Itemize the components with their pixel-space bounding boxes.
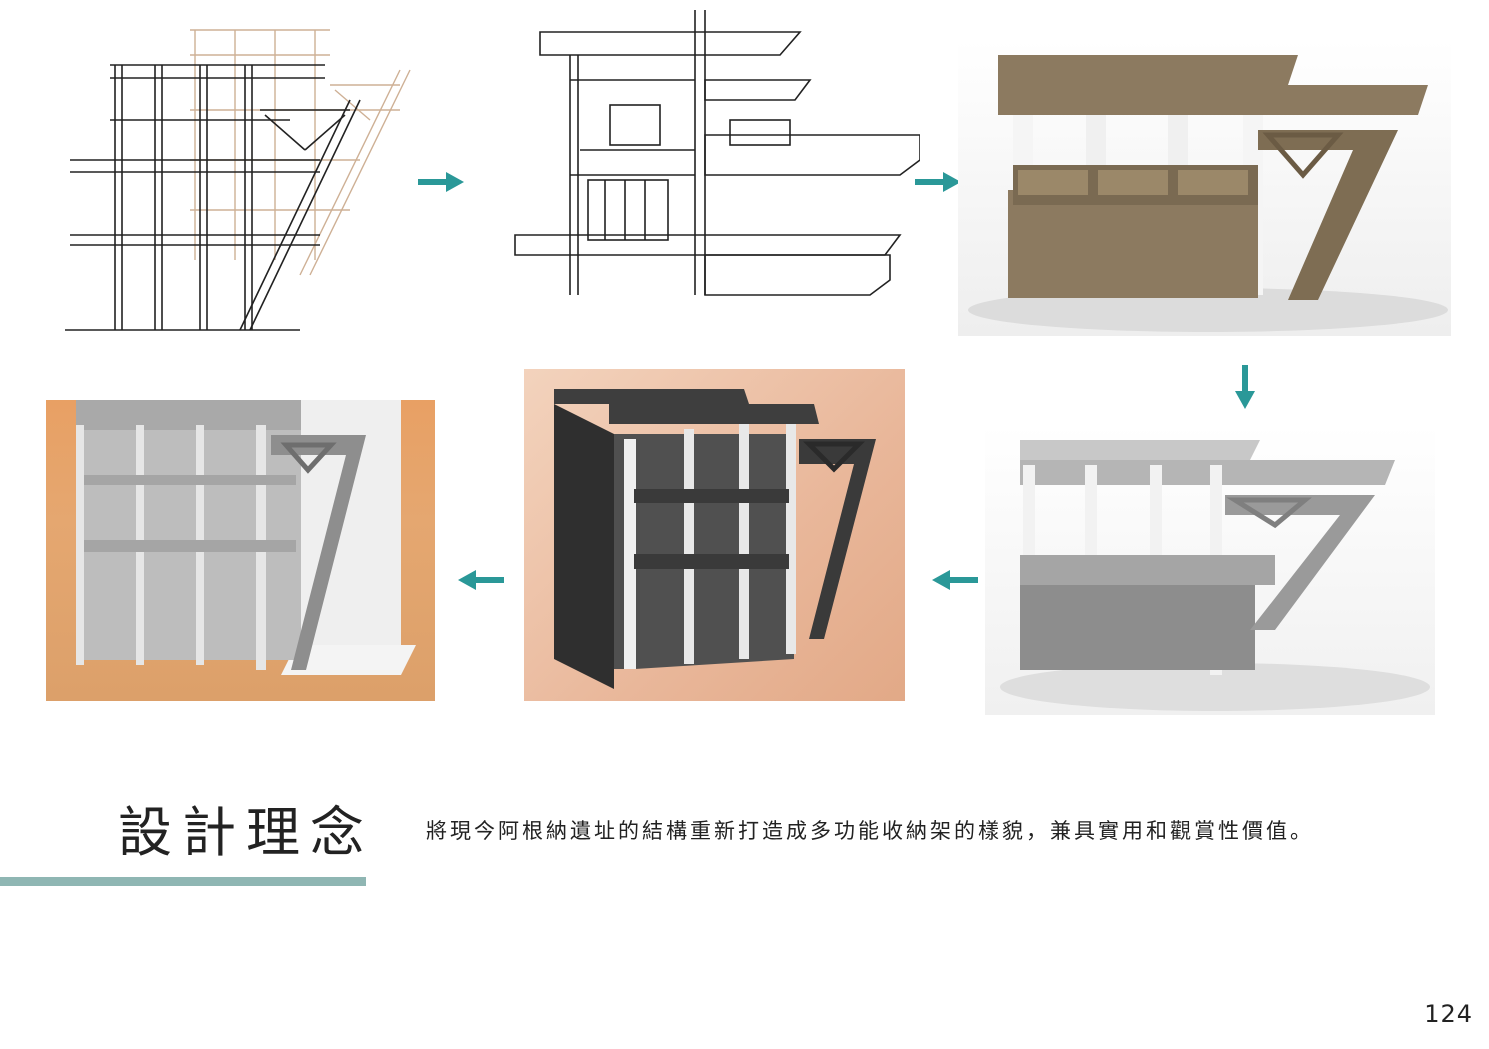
arrow-left-icon: [458, 570, 504, 590]
render-dark-shelf: [524, 369, 905, 701]
sketch-ruin-structure: [60, 10, 420, 340]
description-text: 將現今阿根納遺址的結構重新打造成多功能收納架的樣貌，兼具實用和觀賞性價值。: [426, 819, 1314, 843]
arrow-right-icon: [915, 172, 961, 192]
sketch-shelf-drawing: [514, 10, 920, 296]
arrow-right-icon: [418, 172, 464, 192]
render-grey-shelf: [985, 425, 1435, 715]
render-dark-shelf-model: [554, 389, 876, 689]
arrow-left-icon: [932, 570, 978, 590]
render-grey-shelf-model: [1000, 440, 1430, 711]
render-brown-shelf-model: [968, 55, 1448, 332]
page-number: 124: [1424, 1000, 1473, 1028]
render-final-room-model: [76, 400, 416, 675]
arrow-down-icon: [1235, 365, 1255, 409]
sketch-ruin-drawing: [65, 29, 411, 331]
render-final-room: [46, 400, 435, 701]
heading-underline-bar: [0, 877, 366, 886]
render-brown-shelf: [958, 40, 1451, 336]
sketch-shelf-concept: [510, 10, 920, 300]
section-heading: 設計理念: [118, 801, 374, 864]
